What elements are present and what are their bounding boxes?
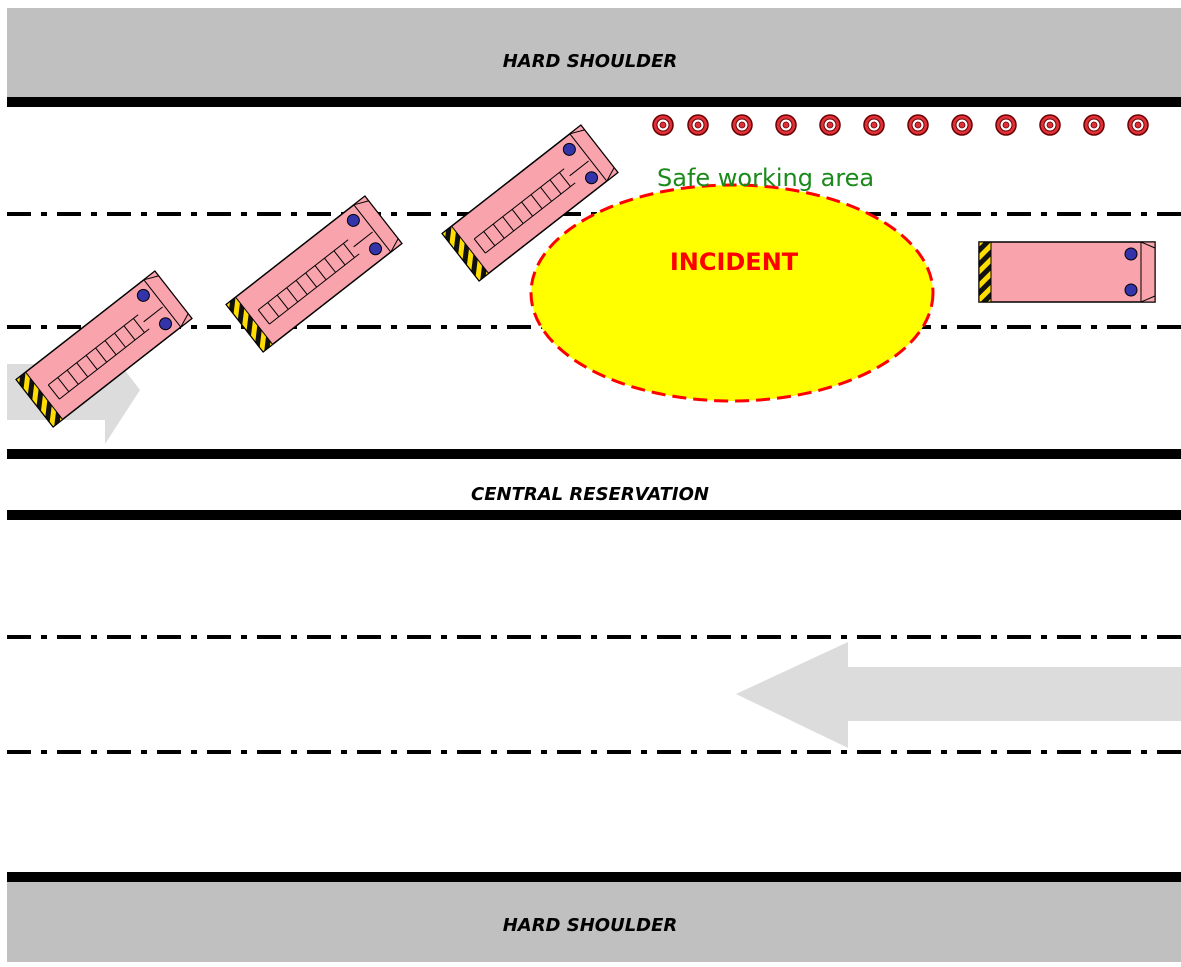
bottom-carriageway-edge xyxy=(7,872,1181,882)
ladder-icon xyxy=(473,160,589,254)
blue-light-icon xyxy=(1124,283,1138,297)
incident-area xyxy=(529,183,935,403)
bottom-hard-shoulder xyxy=(7,882,1181,962)
rear-hazard-stripes xyxy=(441,225,490,282)
blue-light-icon xyxy=(159,317,173,331)
traffic-cone-icon xyxy=(687,114,709,136)
traffic-cone-icon xyxy=(1039,114,1061,136)
ladder-icon xyxy=(257,231,373,325)
traffic-cone-icon xyxy=(1127,114,1149,136)
fire-engine xyxy=(15,270,193,428)
fire-engines xyxy=(15,124,1156,428)
traffic-cone-icon xyxy=(1083,114,1105,136)
top-carriageway-edge xyxy=(7,97,1181,107)
traffic-cone-icon xyxy=(863,114,885,136)
top-hard-shoulder xyxy=(7,8,1181,98)
fire-engine xyxy=(441,124,619,282)
cone-line xyxy=(652,114,1149,136)
traffic-arrow-left xyxy=(736,642,1181,748)
incident-label: INCIDENT xyxy=(670,248,799,276)
traffic-cone-icon xyxy=(907,114,929,136)
blue-light-icon xyxy=(346,213,360,227)
traffic-cone-icon xyxy=(819,114,841,136)
rear-hazard-stripes xyxy=(15,371,64,428)
traffic-cone-icon xyxy=(951,114,973,136)
blue-light-icon xyxy=(585,171,599,185)
central-reservation-bottom-edge xyxy=(7,510,1181,520)
central-reservation-top-edge xyxy=(7,449,1181,459)
rear-hazard-stripes xyxy=(978,241,992,303)
blue-light-icon xyxy=(1124,247,1138,261)
traffic-cone-icon xyxy=(731,114,753,136)
ladder-icon xyxy=(47,306,163,400)
top-hard-shoulder-label: HARD SHOULDER xyxy=(503,51,678,72)
safe-working-area-label: Safe working area xyxy=(657,164,874,192)
central-reservation-label: CENTRAL RESERVATION xyxy=(471,484,709,505)
blue-light-icon xyxy=(369,242,383,256)
bottom-hard-shoulder-label: HARD SHOULDER xyxy=(503,915,678,936)
traffic-cone-icon xyxy=(775,114,797,136)
blue-light-icon xyxy=(562,142,576,156)
rear-hazard-stripes xyxy=(225,296,274,353)
traffic-cone-icon xyxy=(652,114,674,136)
traffic-cone-icon xyxy=(995,114,1017,136)
fire-engine xyxy=(978,241,1156,303)
blue-light-icon xyxy=(136,288,150,302)
fire-engine xyxy=(225,195,403,353)
